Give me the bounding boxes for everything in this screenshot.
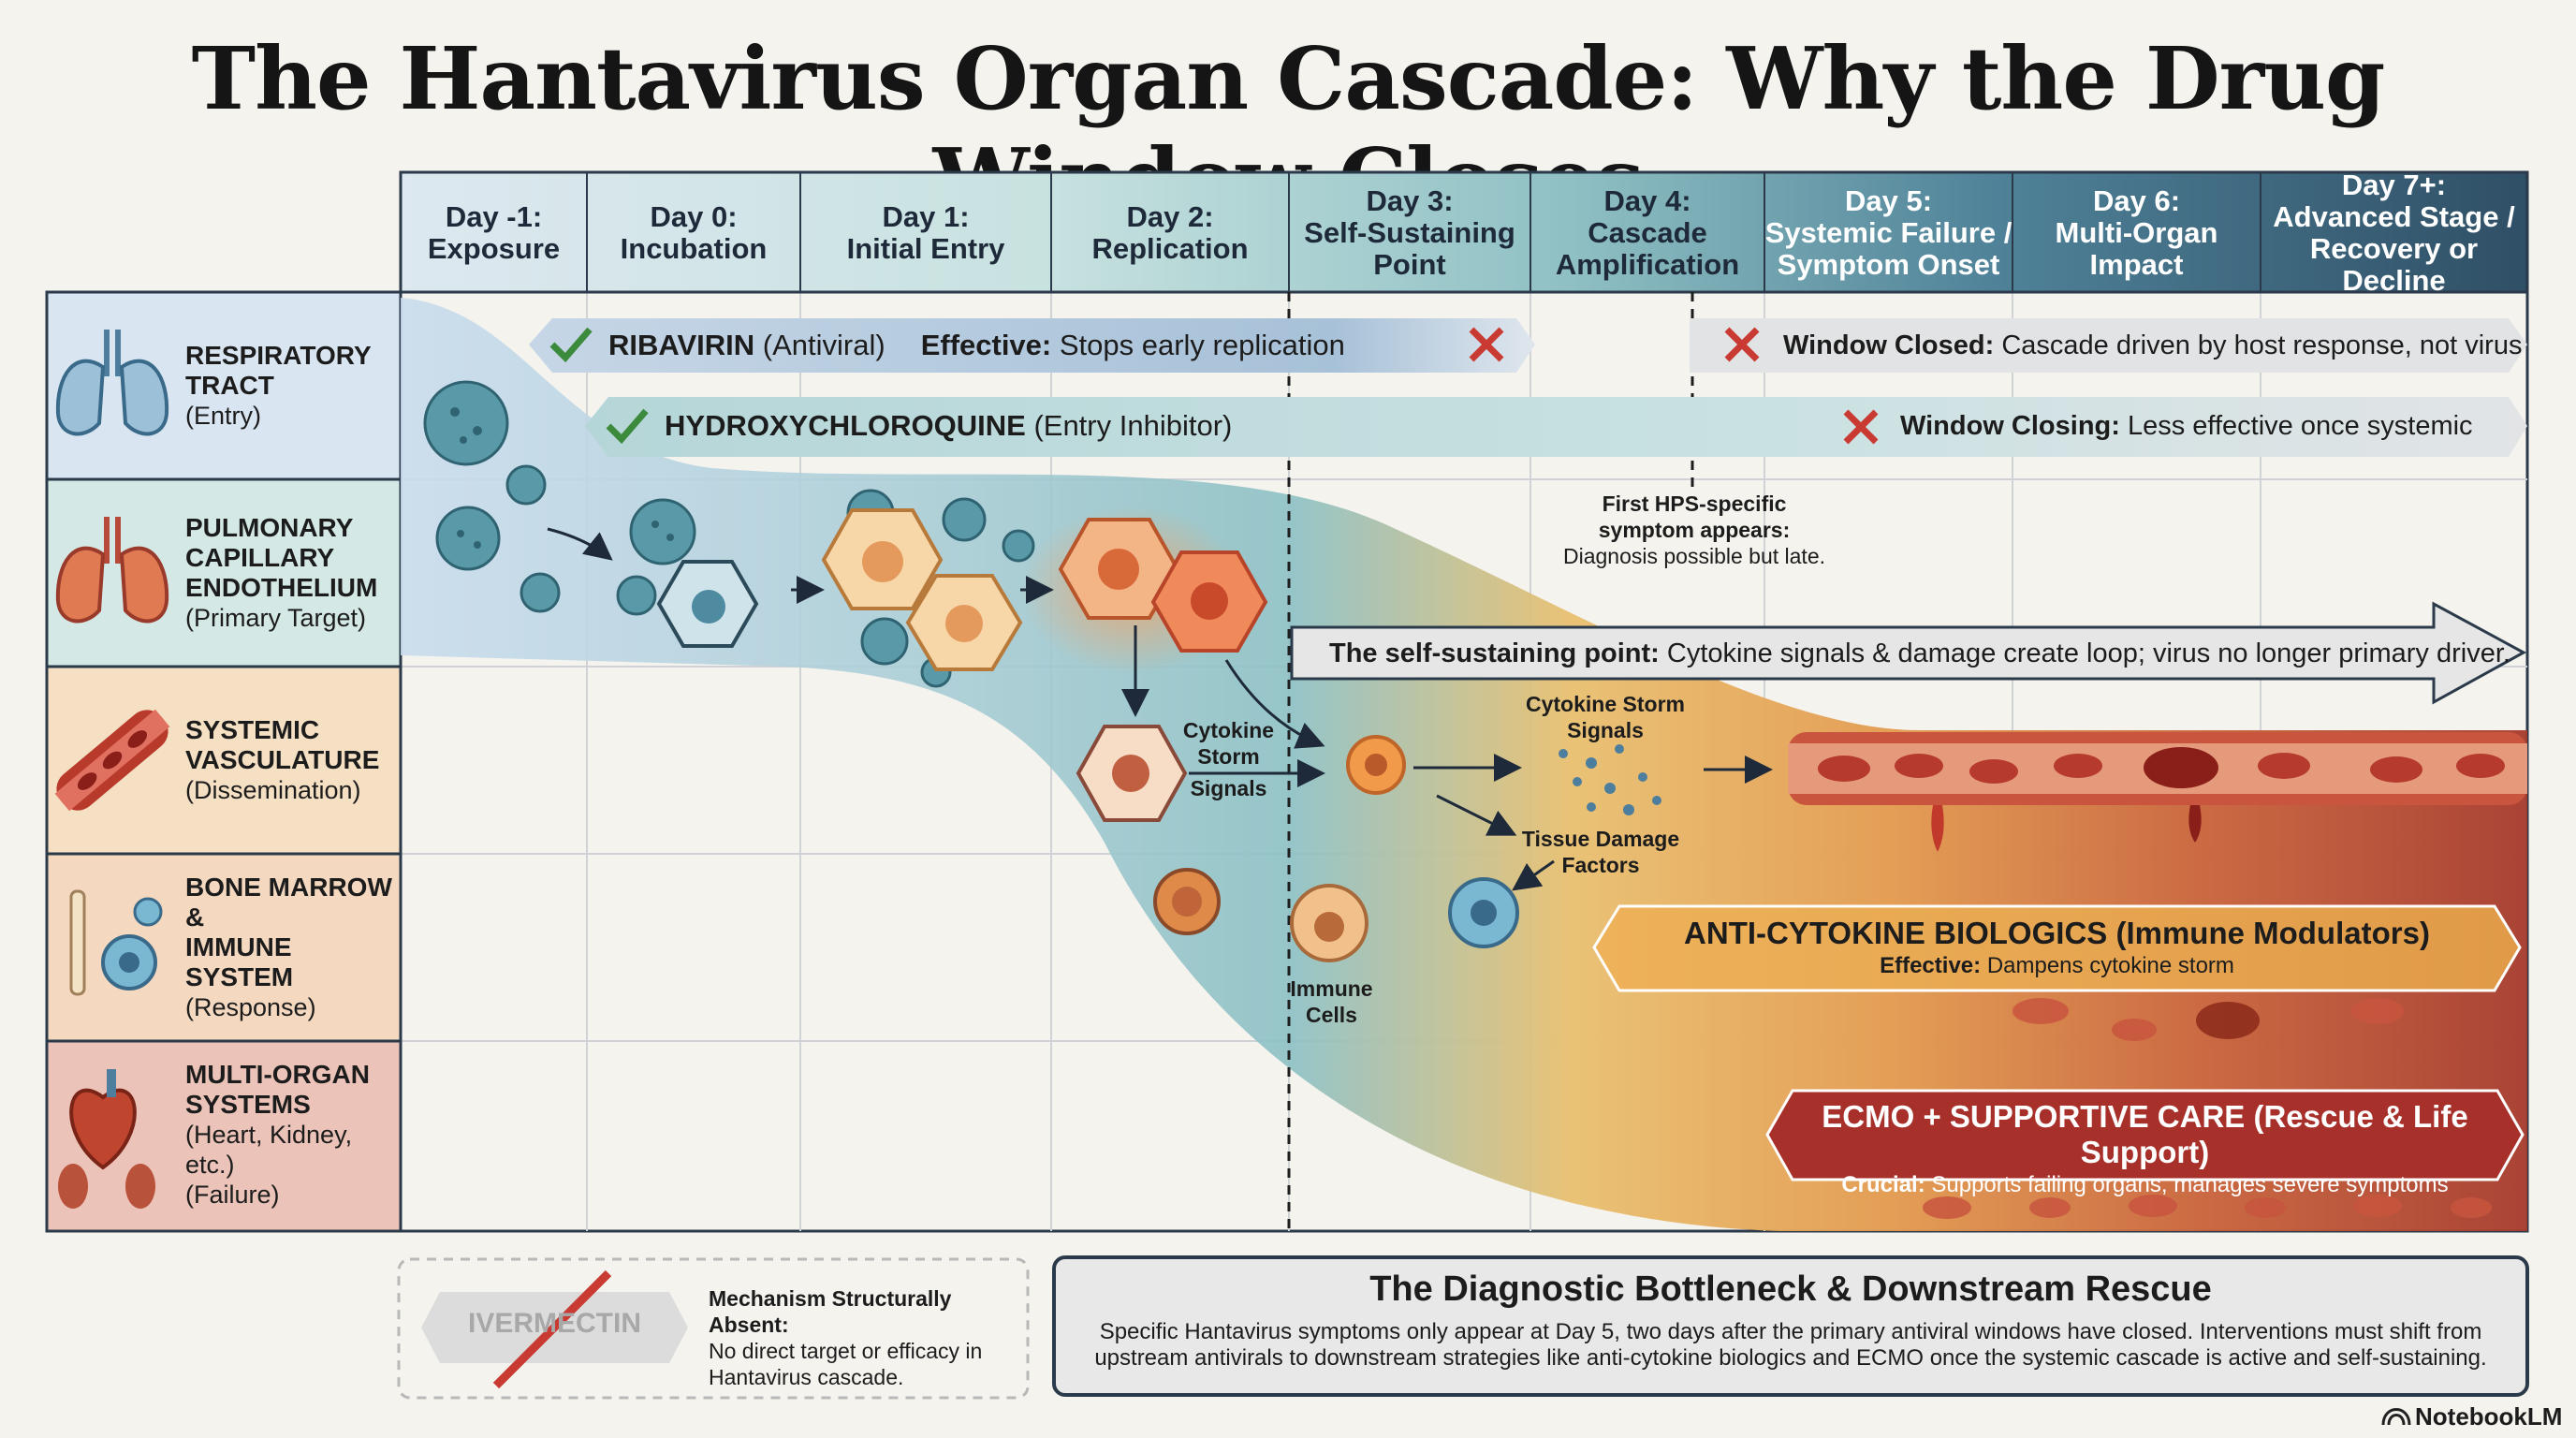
ribavirin-check-icon	[549, 327, 593, 363]
ivermectin-strike-icon	[492, 1269, 612, 1389]
damaged-vessel	[1788, 732, 2527, 852]
closed-cross-icon	[1724, 327, 1760, 362]
self-sustaining-text: The self-sustaining point: Cytokine sign…	[1329, 638, 2510, 668]
flow-arrows	[547, 527, 1773, 891]
hcq-closing: Window Closing: Less effective once syst…	[1900, 410, 2473, 441]
timeline-header	[399, 170, 2529, 294]
organ-bone-marrow: BONE MARROW &IMMUNE SYSTEM(Response)	[185, 873, 392, 1021]
day-header: Day 1:Initial Entry	[846, 199, 1005, 265]
ivermectin-note: Mechanism Structurally Absent: No direct…	[709, 1286, 983, 1389]
notebooklm-logo-icon	[2381, 1408, 2411, 1426]
ribavirin-effective-text: Stops early replication	[1059, 329, 1345, 361]
organ-damage	[1923, 998, 2492, 1219]
ribavirin-closed: Window Closed: Cascade driven by host re…	[1783, 330, 2523, 360]
ivermectin-box	[397, 1257, 1030, 1400]
heart-kidney-icon	[58, 1069, 155, 1209]
brand-label: NotebookLM	[2415, 1402, 2563, 1431]
hcq-label: HYDROXYCHLOROQUINE (Entry Inhibitor)	[665, 409, 1233, 442]
anticytokine-banner	[1592, 904, 2522, 992]
cytokine-signals	[1559, 744, 1661, 815]
lung-tissue-icon	[55, 517, 169, 624]
bottleneck-box	[1052, 1255, 2529, 1397]
virus-particles	[423, 380, 1140, 688]
day-header: Day 5:Systemic Failure /Symptom Onset	[1764, 183, 2012, 281]
bone-immune-icon	[69, 889, 163, 996]
ribavirin-banner	[529, 318, 1535, 373]
ribavirin-type: (Antiviral)	[762, 329, 886, 361]
ribavirin-name: RIBAVIRIN	[608, 329, 755, 361]
day-header: Day 7+:Advanced Stage /Recovery or Decli…	[2273, 168, 2515, 297]
day-header: Day 2:Replication	[1091, 199, 1249, 265]
ivermectin-name: IVERMECTIN	[467, 1308, 641, 1339]
ecmo-label: ECMO + SUPPORTIVE CARE (Rescue & Life Su…	[1822, 1099, 2468, 1197]
ribavirin-cross-icon	[1469, 327, 1504, 362]
hcq-check-icon	[606, 408, 649, 445]
self-sustaining-arrow	[1290, 601, 2527, 705]
day-header: Day -1:Exposure	[427, 199, 561, 265]
hps-note: First HPS-specific symptom appears: Diag…	[1563, 492, 1825, 568]
host-cells	[656, 508, 1519, 962]
bottleneck-text: The Diagnostic Bottleneck & Downstream R…	[1094, 1269, 2487, 1371]
lungs-icon	[55, 330, 169, 436]
ecmo-banner	[1765, 1089, 2525, 1181]
day-header: Day 0:Incubation	[620, 199, 768, 265]
ribavirin-effective-label: Effective:	[920, 329, 1052, 361]
blood-vessel-icon	[54, 709, 170, 812]
ribavirin-label: RIBAVIRIN (Antiviral) Effective: Stops e…	[608, 324, 1345, 367]
ribavirin-closed-banner	[1690, 318, 2527, 373]
hcq-banner	[585, 397, 2527, 457]
cascade-flow-band	[401, 298, 2527, 1231]
closing-cross-icon	[1843, 409, 1879, 445]
anticytokine-label: ANTI-CYTOKINE BIOLOGICS (Immune Modulato…	[1684, 916, 2430, 978]
